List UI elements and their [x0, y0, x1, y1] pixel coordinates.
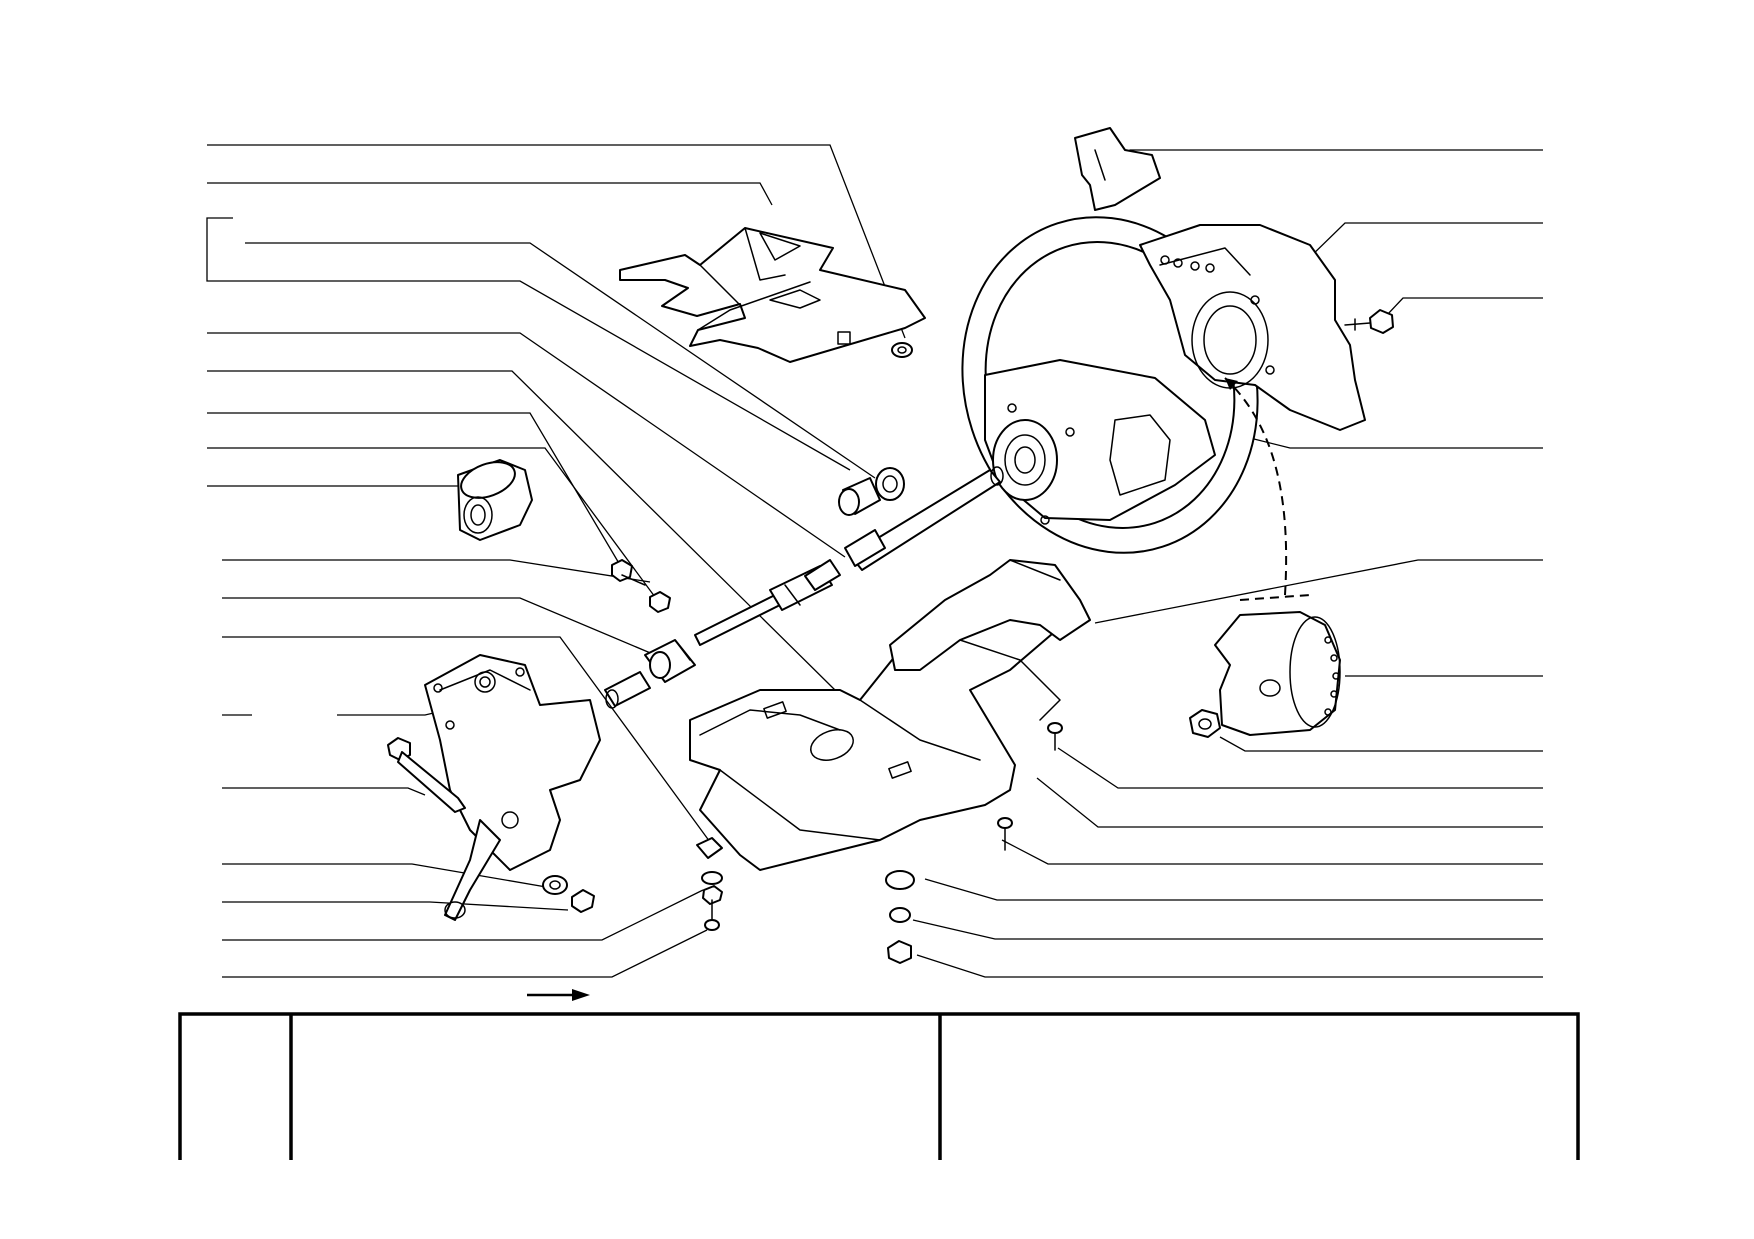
- leader-line-left-15: [222, 863, 553, 889]
- column-support-bracket: [689, 574, 1081, 871]
- shroud-screw: [1344, 309, 1394, 334]
- leader-line-left-16: [222, 901, 569, 911]
- right-callout-leaders: [912, 149, 1543, 978]
- leader-line-left-6: [207, 370, 836, 691]
- upper-mounting-bracket: [619, 227, 926, 363]
- lower-shaft-spline: [604, 671, 651, 709]
- steering-box: [424, 654, 601, 921]
- leader-line-left-11: [222, 597, 668, 661]
- leader-line-left-3-bracket: [206, 217, 851, 471]
- bracket-nut: [887, 940, 912, 964]
- leader-line-right-8: [1057, 747, 1543, 789]
- leader-line-left-1: [207, 144, 906, 339]
- leader-line-right-2: [1304, 222, 1543, 263]
- leader-line-right-5: [1094, 559, 1543, 624]
- shroud-fixing-screw: [1047, 722, 1063, 751]
- bracket-fixing-screw: [997, 817, 1013, 851]
- bracket-spacer: [885, 870, 915, 890]
- leader-line-right-9: [1036, 777, 1543, 828]
- leader-line-left-18: [222, 929, 708, 978]
- bracket-bolt: [702, 885, 723, 931]
- installation-path-dashed: [1224, 377, 1288, 596]
- steering-box-washer: [542, 875, 568, 895]
- switch-cover-trim: [1074, 127, 1161, 211]
- bracket-washer: [891, 342, 913, 358]
- leader-line-right-10: [1001, 839, 1543, 865]
- leader-line-right-4: [1249, 437, 1543, 449]
- title-block-frame: [178, 1012, 1580, 1160]
- leader-line-left-4: [245, 242, 876, 479]
- leader-line-left-2: [207, 182, 773, 206]
- leader-line-left-17: [222, 889, 704, 941]
- upper-steering-shaft: [844, 466, 1004, 571]
- universal-joint-lower: [644, 639, 696, 683]
- intermediate-shaft: [694, 559, 841, 646]
- leader-line-left-5: [207, 332, 846, 558]
- bolt-washer: [701, 871, 723, 885]
- steering-wheel-nut: [1189, 709, 1221, 738]
- arrow-right-icon: [527, 989, 590, 1001]
- leader-line-left-9: [207, 485, 481, 491]
- leader-line-right-13: [916, 954, 1543, 978]
- shaft-bush-pair: [838, 467, 905, 516]
- leader-line-left-14: [222, 787, 426, 796]
- steering-box-long-bolt: [387, 737, 466, 813]
- leader-line-right-12: [912, 919, 1543, 940]
- leader-line-right-11: [924, 878, 1543, 901]
- leader-line-left-8: [207, 447, 656, 598]
- steering-box-nut: [571, 889, 595, 913]
- leader-line-right-7: [1219, 736, 1543, 752]
- leader-line-left-10: [222, 559, 651, 583]
- pinch-bolt-nut: [649, 591, 671, 613]
- steering-wheel-shroud: [1139, 224, 1366, 431]
- arrow-head-icon: [1225, 378, 1238, 390]
- pinch-bolt: [611, 559, 646, 586]
- airbag-module: [1214, 611, 1341, 736]
- leader-line-right-3: [1386, 297, 1543, 316]
- leader-line-left-13: [337, 711, 439, 716]
- leader-line-left-12: [222, 636, 711, 843]
- leader-line-left-7: [207, 412, 621, 566]
- spring-washer: [889, 907, 911, 923]
- rubber-boot: [457, 459, 533, 541]
- bracket-clip: [696, 837, 723, 859]
- upper-column-shroud: [889, 559, 1091, 721]
- leader-line-right-1: [1114, 149, 1543, 165]
